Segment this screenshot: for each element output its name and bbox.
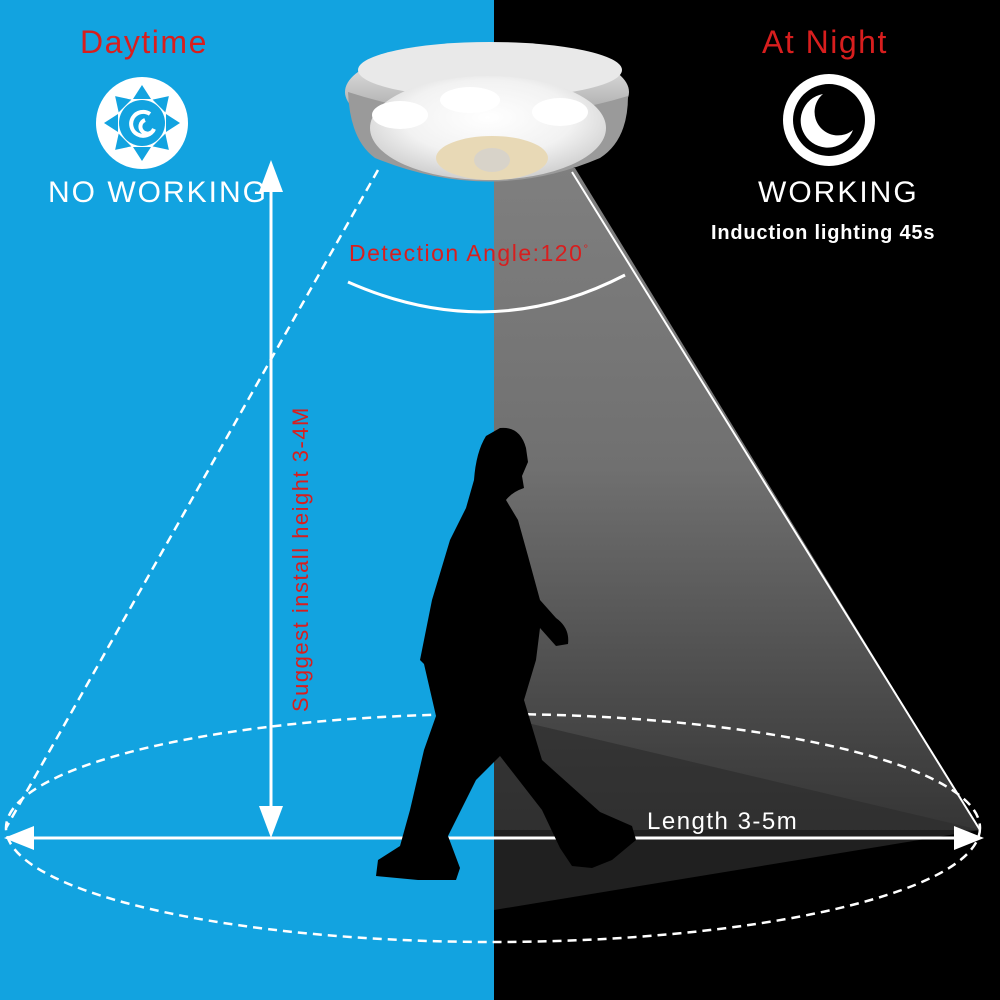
height-arrow-bottom-head xyxy=(259,806,283,838)
detection-angle-arc xyxy=(347,273,626,314)
sun-icon xyxy=(96,77,188,169)
install-height-label: Suggest install height 3-4M xyxy=(288,406,313,712)
detection-angle-label: Detection Angle:120° xyxy=(349,240,590,267)
daytime-status: NO WORKING xyxy=(48,176,268,209)
walking-person-silhouette xyxy=(376,427,636,880)
degree-symbol: ° xyxy=(583,241,590,256)
height-arrow-top-head xyxy=(259,160,283,192)
moon-icon xyxy=(783,74,875,166)
beam-floor-shade xyxy=(494,715,980,910)
night-title: At Night xyxy=(762,24,888,60)
night-status: WORKING xyxy=(758,176,919,209)
detection-floor-ellipse xyxy=(4,712,982,944)
daytime-title: Daytime xyxy=(80,24,208,60)
length-label: Length 3-5m xyxy=(647,808,799,835)
light-beam xyxy=(494,168,980,830)
length-arrow-right-head xyxy=(954,826,984,850)
ceiling-lamp xyxy=(345,42,629,182)
pir-sensor-lens xyxy=(474,148,510,172)
detection-cone-left-edge xyxy=(4,169,380,829)
length-arrow-left-head xyxy=(4,826,34,850)
detection-cone-right-edge xyxy=(571,171,981,831)
detection-angle-text: Detection Angle:120 xyxy=(349,240,584,266)
night-subtitle: Induction lighting 45s xyxy=(711,222,936,244)
